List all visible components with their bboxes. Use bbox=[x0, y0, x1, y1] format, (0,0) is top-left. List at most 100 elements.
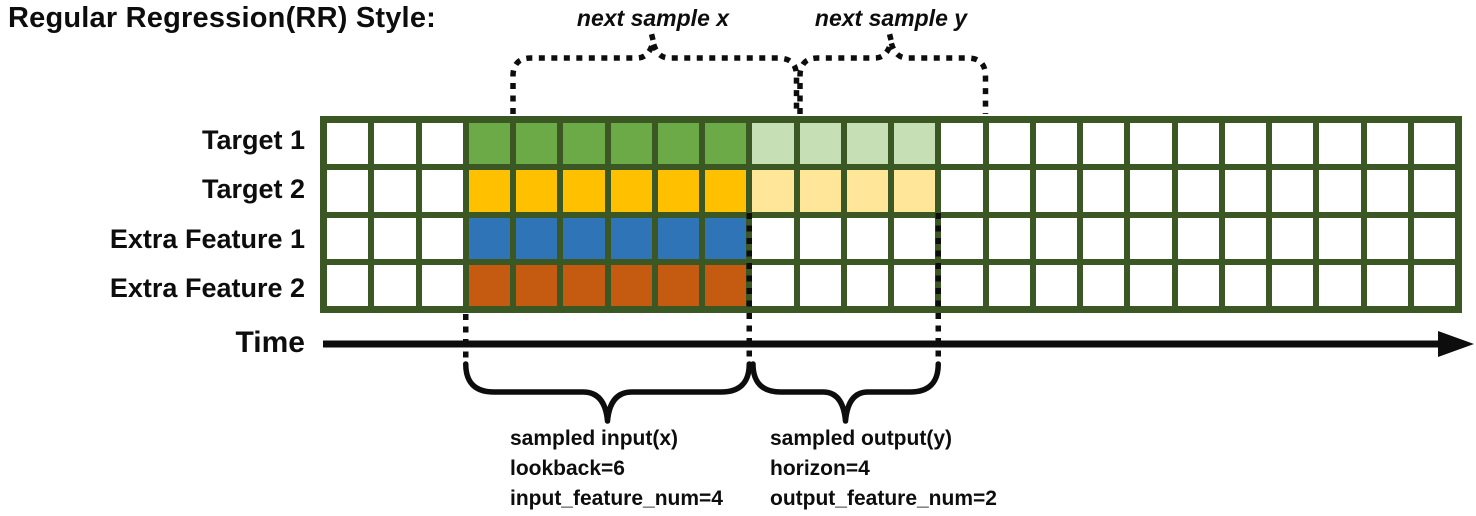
grid-cell bbox=[1083, 123, 1125, 165]
input-sample-info: sampled input(x) lookback=6 input_featur… bbox=[510, 424, 723, 514]
grid-cell bbox=[894, 264, 936, 306]
grid-cell bbox=[941, 217, 983, 259]
time-axis-label: Time bbox=[235, 326, 305, 359]
grid-cell bbox=[799, 217, 841, 259]
grid-cell bbox=[894, 170, 936, 212]
grid-cell bbox=[563, 217, 605, 259]
grid-cell bbox=[468, 170, 510, 212]
next-sample-y-label: next sample y bbox=[814, 5, 968, 31]
grid-cell bbox=[1272, 170, 1314, 212]
grid-cell bbox=[327, 264, 369, 306]
grid-cell bbox=[1224, 264, 1266, 306]
grid-cell bbox=[1083, 264, 1125, 306]
grid-cell bbox=[1319, 123, 1361, 165]
row-label-extra-feature-1: Extra Feature 1 bbox=[109, 223, 305, 254]
grid-cell bbox=[1177, 170, 1219, 212]
grid-cell bbox=[1083, 217, 1125, 259]
grid-cell bbox=[1366, 170, 1408, 212]
grid-cell bbox=[1272, 123, 1314, 165]
sample-grid bbox=[320, 116, 1462, 313]
grid-cell bbox=[705, 217, 747, 259]
grid-cell bbox=[894, 123, 936, 165]
grid-cell bbox=[421, 170, 463, 212]
grid-cell bbox=[988, 170, 1030, 212]
grid-cell bbox=[1413, 217, 1455, 259]
time-arrowhead bbox=[1438, 331, 1474, 357]
grid-cell bbox=[894, 217, 936, 259]
grid-cell bbox=[1319, 264, 1361, 306]
grid-cell bbox=[327, 170, 369, 212]
grid-cell bbox=[516, 217, 558, 259]
grid-cell bbox=[1035, 264, 1077, 306]
grid-cell bbox=[1035, 217, 1077, 259]
grid-cell bbox=[374, 123, 416, 165]
input-lookback: lookback=6 bbox=[510, 457, 625, 480]
grid-cell bbox=[516, 123, 558, 165]
grid-cell bbox=[327, 217, 369, 259]
grid-cell bbox=[941, 170, 983, 212]
grid-cell bbox=[799, 170, 841, 212]
grid-cell bbox=[988, 264, 1030, 306]
grid-cell bbox=[421, 123, 463, 165]
grid-cell bbox=[1272, 264, 1314, 306]
grid-cell bbox=[1366, 123, 1408, 165]
grid-cell bbox=[988, 123, 1030, 165]
grid-cell bbox=[1413, 123, 1455, 165]
grid-cell bbox=[1224, 123, 1266, 165]
grid-cell bbox=[468, 217, 510, 259]
grid-cell bbox=[1319, 170, 1361, 212]
grid-cell bbox=[1035, 123, 1077, 165]
input-sample-title: sampled input(x) bbox=[510, 427, 679, 450]
grid-cell bbox=[846, 264, 888, 306]
grid-cell bbox=[657, 264, 699, 306]
grid-cell bbox=[1413, 170, 1455, 212]
grid-cell bbox=[1130, 264, 1172, 306]
grid-cell bbox=[799, 264, 841, 306]
grid-cell bbox=[846, 170, 888, 212]
grid-cell bbox=[657, 217, 699, 259]
grid-cell bbox=[374, 170, 416, 212]
grid-cell bbox=[1366, 264, 1408, 306]
grid-cell bbox=[374, 264, 416, 306]
grid-cell bbox=[752, 264, 794, 306]
grid-cell bbox=[988, 217, 1030, 259]
grid-cell bbox=[705, 170, 747, 212]
grid-cell bbox=[705, 123, 747, 165]
grid-cell bbox=[799, 123, 841, 165]
grid-cell bbox=[1130, 170, 1172, 212]
grid-cell bbox=[846, 217, 888, 259]
grid-cell bbox=[1083, 170, 1125, 212]
grid-cell bbox=[468, 264, 510, 306]
grid-cell bbox=[1130, 217, 1172, 259]
grid-cell bbox=[1130, 123, 1172, 165]
grid-cell bbox=[1413, 264, 1455, 306]
grid-cell bbox=[941, 264, 983, 306]
grid-cell bbox=[752, 123, 794, 165]
grid-cell bbox=[563, 170, 605, 212]
output-horizon: horizon=4 bbox=[770, 457, 870, 480]
row-label-target-1: Target 1 bbox=[201, 125, 305, 156]
grid-cell bbox=[1177, 217, 1219, 259]
next-sample-x-label: next sample x bbox=[576, 5, 730, 31]
grid-cell bbox=[563, 123, 605, 165]
grid-cell bbox=[610, 217, 652, 259]
grid-cell bbox=[752, 217, 794, 259]
grid-cell bbox=[374, 217, 416, 259]
grid-cell bbox=[1224, 217, 1266, 259]
grid-cell bbox=[1177, 264, 1219, 306]
time-axis-arrow bbox=[323, 331, 1474, 357]
grid-cell bbox=[563, 264, 605, 306]
grid-cell bbox=[327, 123, 369, 165]
grid-cell bbox=[1177, 123, 1219, 165]
grid-cell bbox=[610, 170, 652, 212]
grid-cell bbox=[468, 123, 510, 165]
output-sample-title: sampled output(y) bbox=[770, 427, 952, 450]
grid-cell bbox=[752, 170, 794, 212]
grid-cell bbox=[1035, 170, 1077, 212]
grid-cell bbox=[421, 264, 463, 306]
grid-cell bbox=[657, 123, 699, 165]
grid-cell bbox=[1319, 217, 1361, 259]
grid-cell bbox=[516, 170, 558, 212]
grid-cell bbox=[846, 123, 888, 165]
grid-cell bbox=[941, 123, 983, 165]
